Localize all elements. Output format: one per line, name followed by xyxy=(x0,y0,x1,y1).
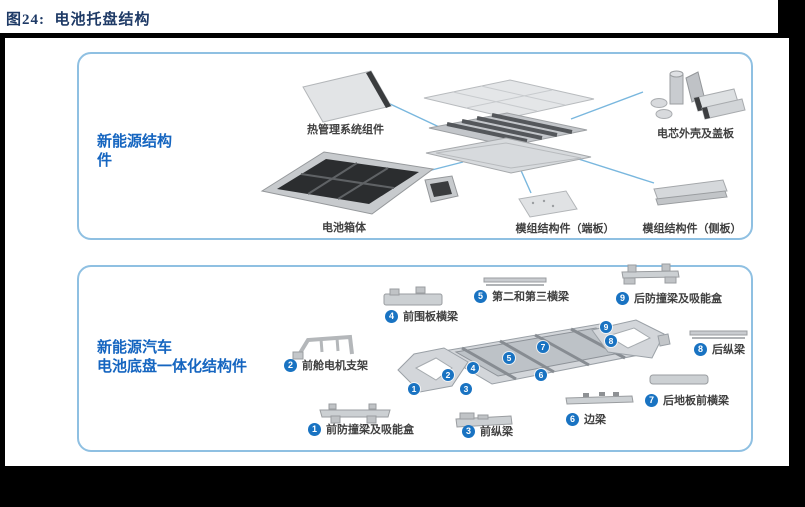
legend-label-7: 后地板前横梁 xyxy=(663,395,729,407)
number-badge-1: 1 xyxy=(308,422,321,436)
number-badge-9: 9 xyxy=(616,291,629,305)
page-frame-corner xyxy=(778,0,805,38)
legend-label-2: 前舱电机支架 xyxy=(302,360,368,372)
page-frame-left xyxy=(0,33,5,507)
legend-label-9: 后防撞梁及吸能盒 xyxy=(634,293,722,305)
panel2-heading: 新能源汽车 电池底盘一体化结构件 xyxy=(97,338,247,376)
panel2-heading-line1: 新能源汽车 xyxy=(97,339,173,356)
legend-item-8: 8 后纵梁 xyxy=(694,341,745,357)
panel1-heading-line1: 新能源结构 xyxy=(97,133,173,150)
number-badge-4: 4 xyxy=(385,309,398,323)
panel2-heading-line2: 电池底盘一体化结构件 xyxy=(97,358,248,375)
legend-item-4: 4 前围板横梁 xyxy=(385,308,458,324)
label-battery-box: 电池箱体 xyxy=(322,222,366,234)
legend-item-5: 5 第二和第三横梁 xyxy=(474,288,569,304)
chassis-badge-9: 9 xyxy=(600,321,612,333)
page-frame-right xyxy=(789,0,805,507)
number-badge-7: 7 xyxy=(645,393,658,407)
number-badge-5: 5 xyxy=(474,289,487,303)
number-badge-3: 3 xyxy=(462,424,475,438)
legend-item-2: 2 前舱电机支架 xyxy=(284,357,368,373)
chassis-badge-1: 1 xyxy=(408,383,420,395)
figure-title: 图24: 电池托盘结构 xyxy=(6,12,151,28)
chassis-badge-5: 5 xyxy=(503,352,515,364)
page-frame-bottom xyxy=(0,466,805,507)
legend-label-1: 前防撞梁及吸能盒 xyxy=(326,424,414,436)
panel-chassis-integrated-parts xyxy=(77,265,753,452)
legend-item-3: 3 前纵梁 xyxy=(462,423,513,439)
legend-label-4: 前围板横梁 xyxy=(403,311,458,323)
legend-item-7: 7 后地板前横梁 xyxy=(645,392,729,408)
legend-label-8: 后纵梁 xyxy=(712,344,745,356)
panel1-heading-line2: 件 xyxy=(97,152,113,169)
chassis-badge-6: 6 xyxy=(535,369,547,381)
legend-item-6: 6 边梁 xyxy=(566,411,606,427)
legend-item-9: 9 后防撞梁及吸能盒 xyxy=(616,290,722,306)
chassis-badge-8: 8 xyxy=(605,335,617,347)
panel1-heading: 新能源结构 件 xyxy=(97,132,172,170)
label-end-plate: 模组结构件（端板） xyxy=(515,223,615,235)
chassis-badge-3: 3 xyxy=(460,383,472,395)
chassis-badge-2: 2 xyxy=(442,369,454,381)
number-badge-2: 2 xyxy=(284,358,297,372)
number-badge-6: 6 xyxy=(566,412,579,426)
label-thermal-system: 热管理系统组件 xyxy=(307,124,384,136)
legend-label-3: 前纵梁 xyxy=(480,426,513,438)
page-frame-top xyxy=(0,33,805,38)
label-cell-casing: 电芯外壳及盖板 xyxy=(657,128,734,140)
legend-label-5: 第二和第三横梁 xyxy=(492,291,569,303)
label-side-plate: 模组结构件（侧板） xyxy=(642,223,742,235)
legend-label-6: 边梁 xyxy=(584,414,606,426)
chassis-badge-4: 4 xyxy=(467,362,479,374)
chassis-badge-7: 7 xyxy=(537,341,549,353)
legend-item-1: 1 前防撞梁及吸能盒 xyxy=(308,421,414,437)
number-badge-8: 8 xyxy=(694,342,707,356)
panel-structural-parts xyxy=(77,52,753,240)
